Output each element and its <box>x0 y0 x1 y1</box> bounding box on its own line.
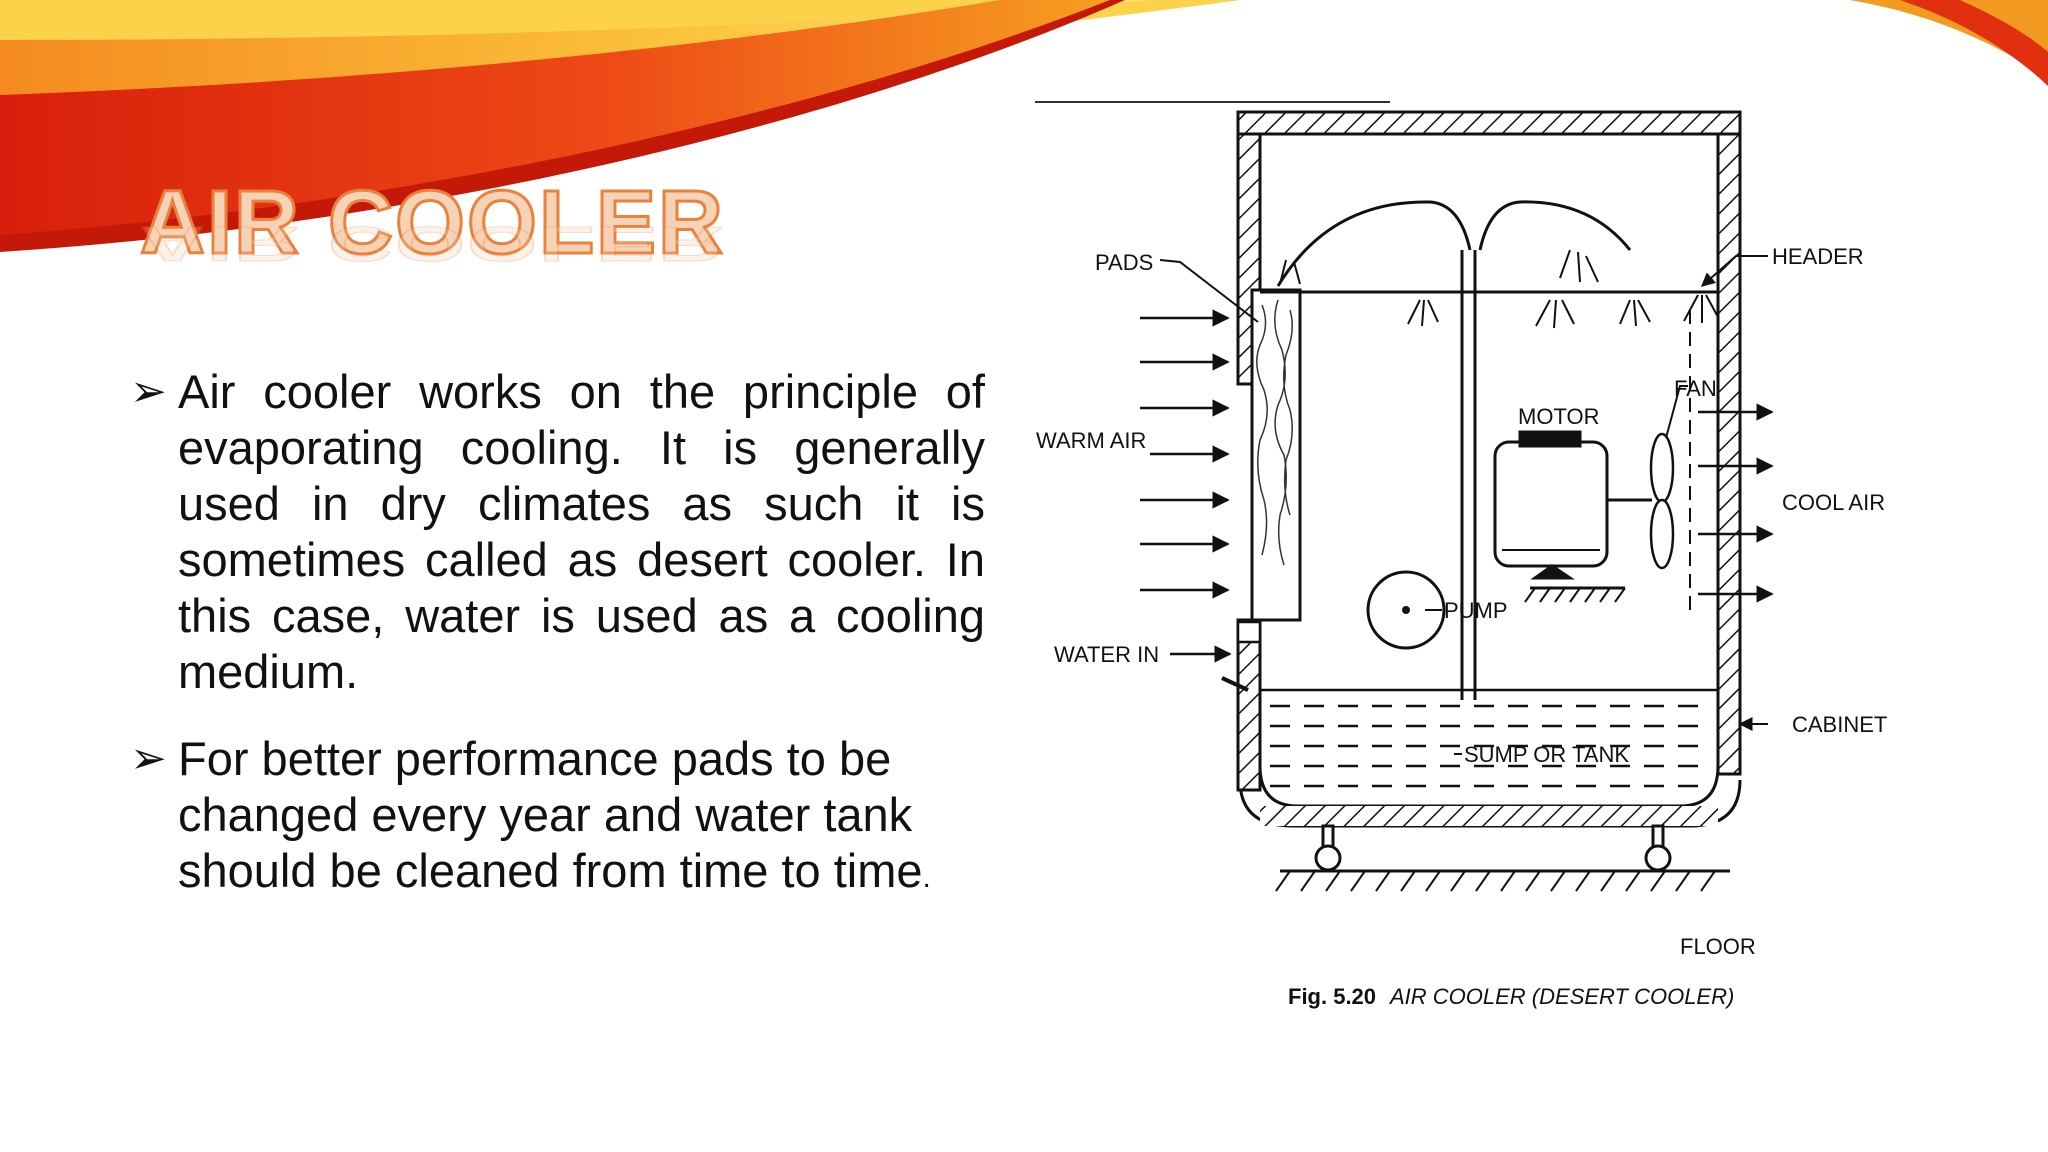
arrow-bullet-icon: ➢ <box>130 367 167 416</box>
air-cooler-diagram: PADS HEADER FAN MOTOR WARM AIR COOL AIR … <box>1035 101 1887 1009</box>
warm-air-arrows <box>1140 309 1232 663</box>
label-pads: PADS <box>1095 250 1153 275</box>
header-swoosh-decoration <box>0 0 2048 252</box>
bullet-text: Air cooler works on the principle of eva… <box>178 365 985 698</box>
bullet-list: ➢ Air cooler works on the principle of e… <box>130 364 985 930</box>
cooling-pad <box>1250 288 1302 622</box>
label-warm-air: WARM AIR <box>1036 428 1146 453</box>
slide-title: AIR COOLER <box>138 173 726 273</box>
cabinet-walls <box>1236 110 1742 828</box>
swoosh-dark-red-edge <box>0 0 1125 252</box>
bullet-item: ➢ For better performance pads to be chan… <box>130 731 985 906</box>
bullet-text: For better performance pads to be change… <box>178 732 931 897</box>
label-motor: MOTOR <box>1518 404 1599 429</box>
pump-center <box>1402 606 1410 614</box>
swoosh-right-red-band <box>1900 0 2048 86</box>
water-spray-marks <box>1279 249 1719 329</box>
header-arches <box>1276 200 1632 700</box>
drain-spout <box>1221 676 1249 692</box>
label-header: HEADER <box>1772 244 1864 269</box>
label-water-in: WATER IN <box>1054 642 1159 667</box>
leader-lines <box>1159 255 1768 755</box>
label-floor: FLOOR <box>1680 934 1756 959</box>
label-pump: PUMP <box>1444 598 1508 623</box>
cool-air-arrows <box>1698 403 1774 603</box>
label-fan: FAN <box>1674 376 1717 401</box>
swoosh-red-band <box>0 0 1110 245</box>
pad-fibres <box>1256 299 1293 566</box>
cabinet-legs <box>1314 824 1672 872</box>
label-cabinet: CABINET <box>1792 712 1887 737</box>
fan-blades <box>1649 432 1675 570</box>
bullet-item: ➢ Air cooler works on the principle of e… <box>130 364 985 707</box>
water-inlet-ledge <box>1236 620 1262 644</box>
arrow-bullet-icon: ➢ <box>130 734 167 783</box>
figure-caption-text: AIR COOLER (DESERT COOLER) <box>1388 984 1734 1009</box>
label-sump-or-tank: SUMP OR TANK <box>1464 742 1629 767</box>
figure-caption-number: Fig. 5.20 <box>1288 984 1376 1009</box>
sump-water <box>1260 688 1718 788</box>
floor-hatch <box>1275 870 1716 892</box>
motor-assembly <box>1493 430 1626 603</box>
label-cool-air: COOL AIR <box>1782 490 1885 515</box>
slide-title-reflection: AIR COOLER <box>139 215 726 271</box>
